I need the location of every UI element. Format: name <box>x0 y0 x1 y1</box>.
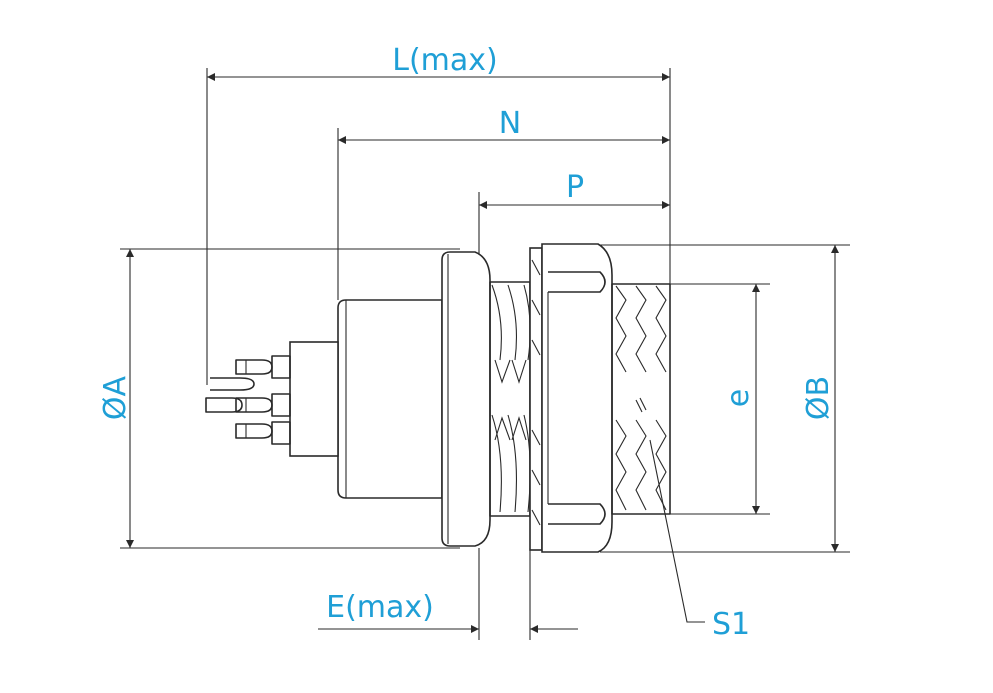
thread-section-right <box>611 283 671 515</box>
dimension-p: P <box>478 170 670 262</box>
rear-housing <box>337 299 443 499</box>
label-e-max: E(max) <box>326 590 434 625</box>
pin-holder <box>289 341 339 457</box>
label-n: N <box>499 106 521 141</box>
label-l-max: L(max) <box>392 43 497 78</box>
label-diameter-a: ØA <box>98 375 133 420</box>
connector-body <box>205 243 671 553</box>
thread-section-left <box>489 281 531 517</box>
dimension-l-max: L(max) <box>206 43 671 385</box>
dimension-e: e <box>660 283 770 515</box>
label-e: e <box>721 389 756 407</box>
hex-nut <box>541 243 613 553</box>
label-diameter-b: ØB <box>801 376 836 420</box>
panel-washer <box>529 247 543 551</box>
leader-s1: S1 <box>649 439 750 642</box>
label-s1: S1 <box>712 607 750 642</box>
front-flange <box>441 251 491 547</box>
dimension-diameter-a: ØA <box>98 248 460 549</box>
dimension-e-max: E(max) <box>318 548 578 640</box>
dimension-diameter-b: ØB <box>600 244 850 553</box>
dimension-n: N <box>337 106 670 300</box>
label-p: P <box>566 170 584 205</box>
contact-pins <box>205 355 291 445</box>
